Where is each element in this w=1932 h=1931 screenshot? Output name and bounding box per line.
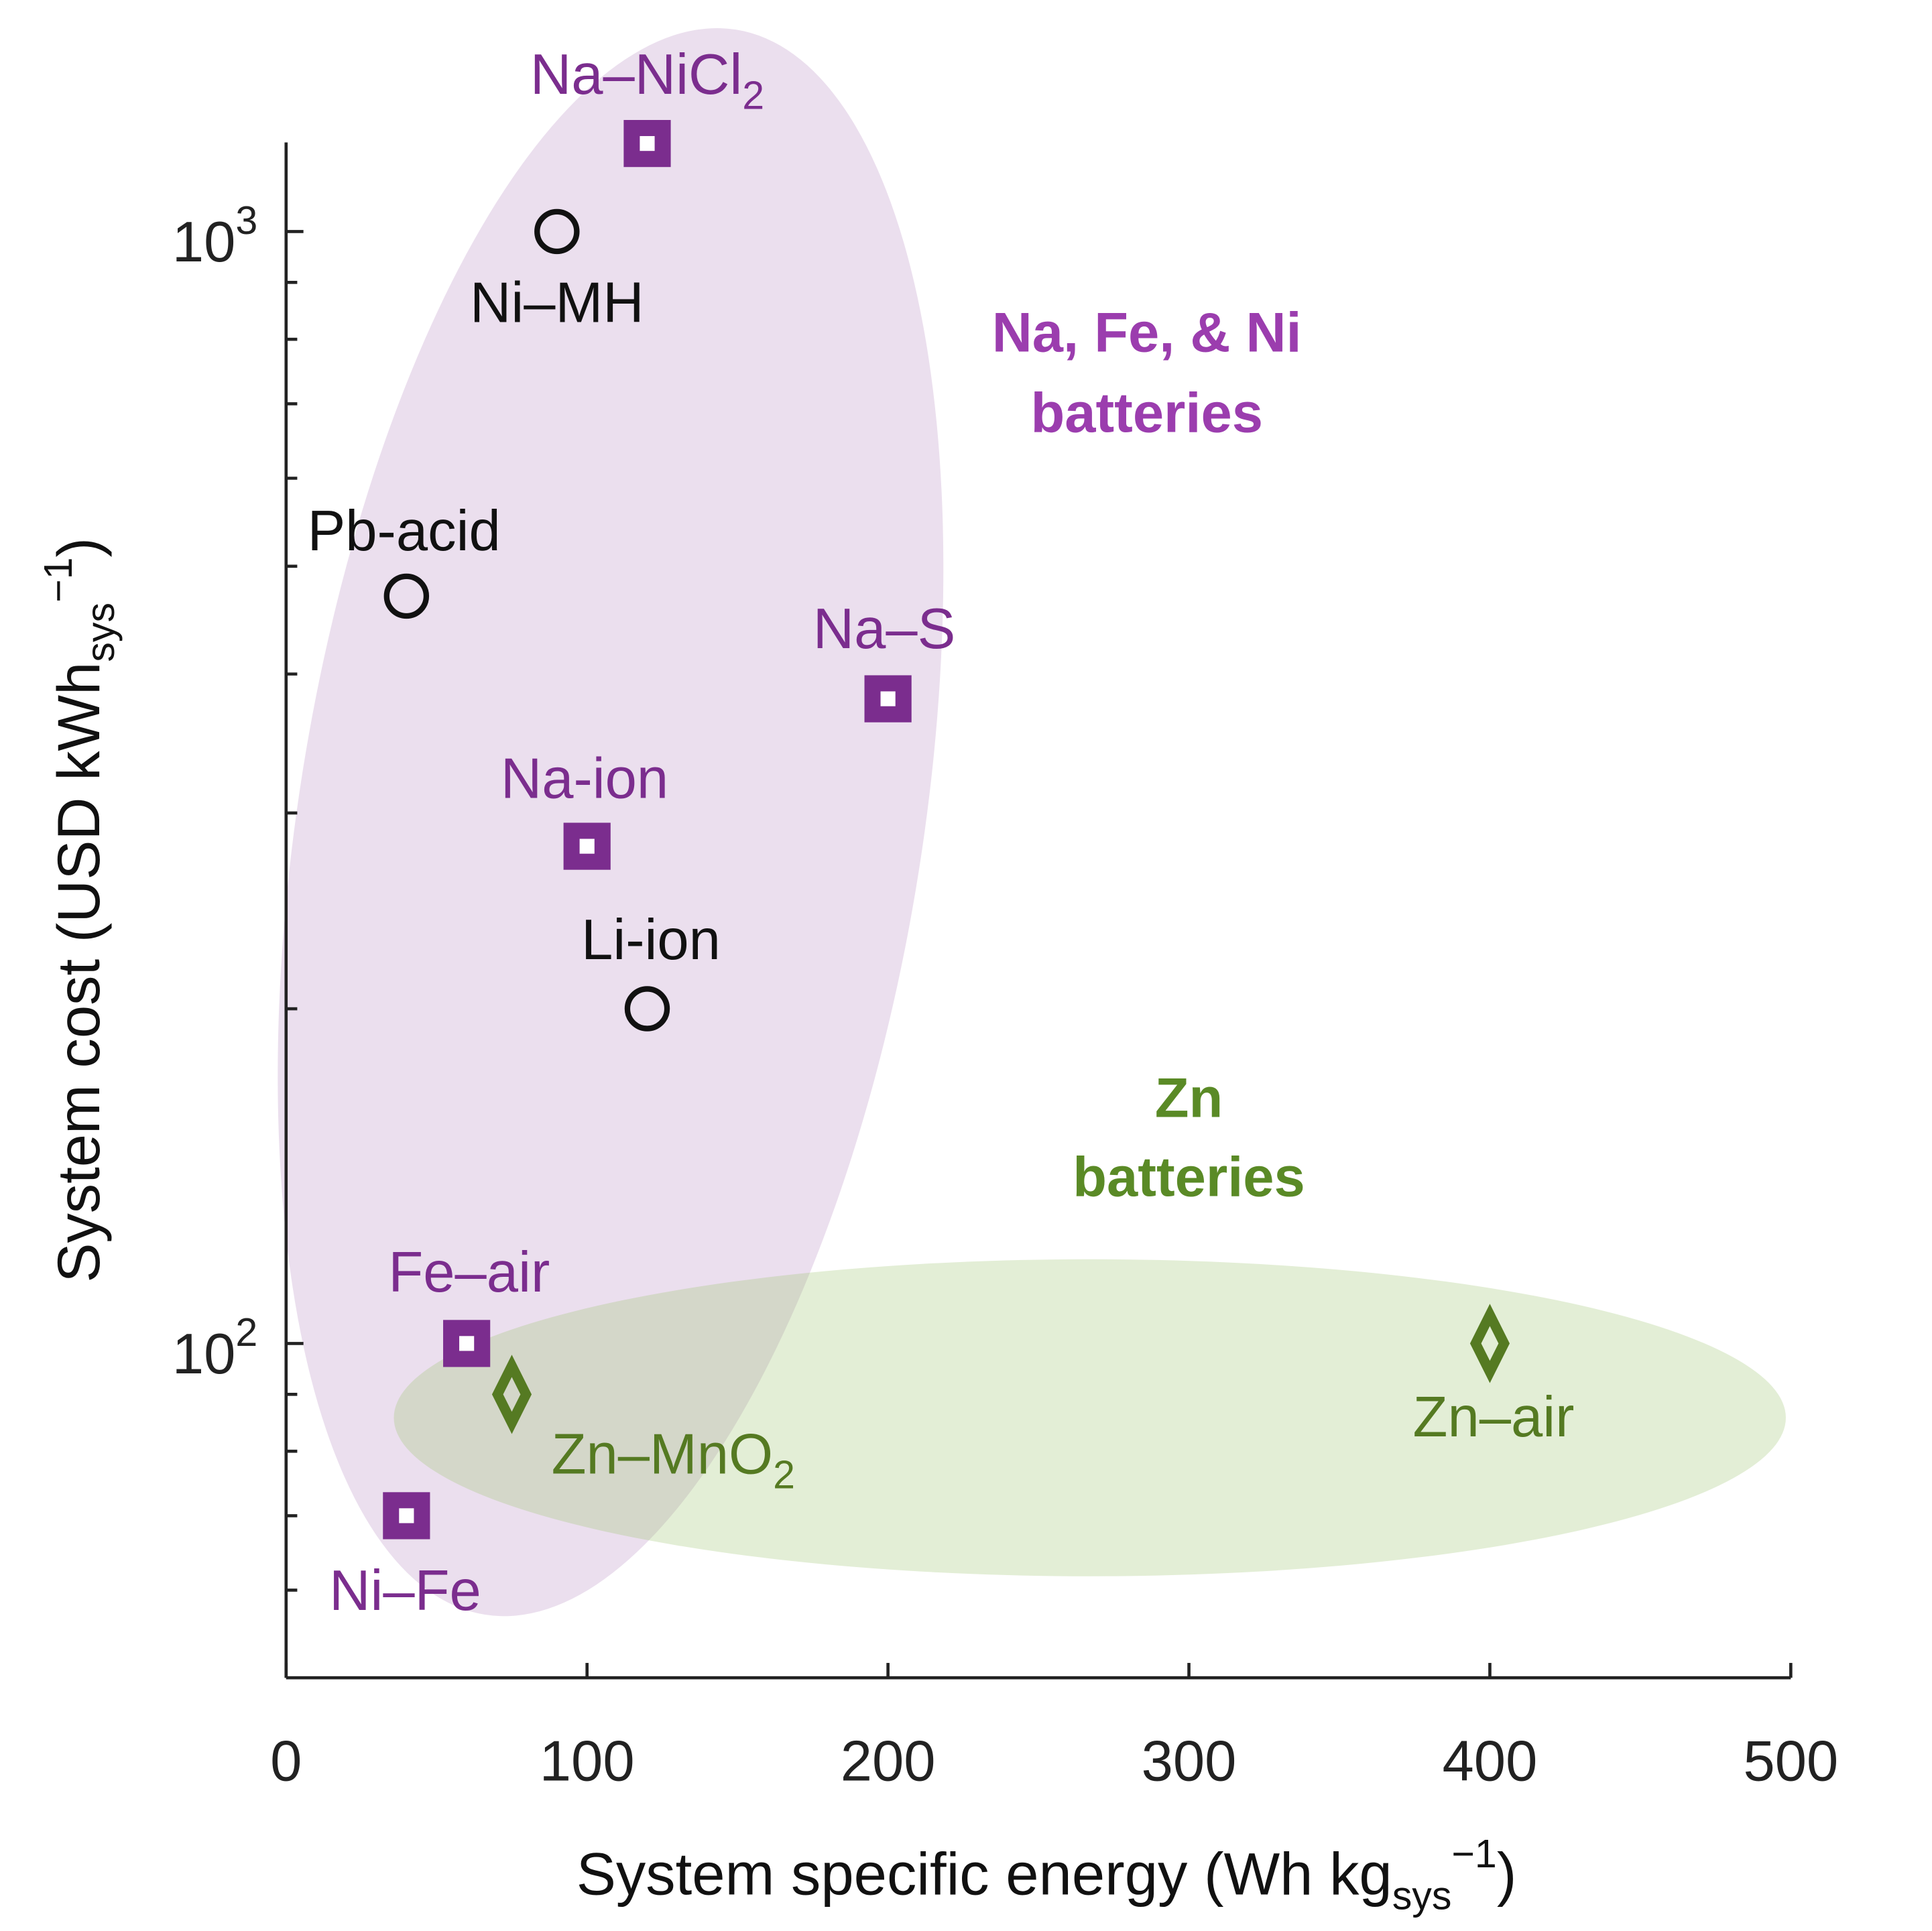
point-label: Na–S (813, 597, 956, 661)
square-marker-hole (640, 136, 655, 151)
group-label-purple: Na, Fe, & Ni batteries (992, 302, 1302, 444)
point-label: Ni–MH (470, 271, 644, 334)
circle-marker (383, 573, 430, 619)
point-label: Fe–air (388, 1241, 550, 1304)
group-label-line2: batteries (1073, 1146, 1305, 1208)
y-tick-label: 103 (172, 198, 257, 274)
y-ticks: 102 103 (172, 198, 304, 1592)
x-tick-label: 100 (540, 1730, 635, 1794)
point-na-s: Na–S (813, 597, 956, 723)
x-ticks: 0 100 200 300 400 500 (270, 1663, 1838, 1794)
square-marker-hole (399, 1508, 414, 1523)
point-na-ion: Na-ion (501, 747, 668, 870)
group-label-line1: Na, Fe, & Ni (992, 302, 1302, 364)
na-fe-ni-region (278, 28, 944, 1617)
point-label: Li-ion (581, 908, 721, 972)
point-label: Zn–MnO2 (552, 1423, 795, 1497)
point-label: Na–NiCl2 (530, 43, 764, 117)
square-marker-hole (880, 691, 896, 706)
circle-marker (624, 986, 670, 1032)
point-pb-acid: Pb-acid (308, 499, 501, 619)
square-marker-hole (459, 1336, 475, 1351)
point-li-ion: Li-ion (581, 908, 721, 1032)
x-tick-label: 300 (1142, 1730, 1237, 1794)
point-na-nicl2: Na–NiCl2 (530, 43, 764, 168)
x-tick-label: 200 (841, 1730, 936, 1794)
point-fe-air: Fe–air (388, 1241, 550, 1367)
diamond-marker (491, 1355, 532, 1434)
point-label: Pb-acid (308, 499, 501, 563)
point-label: Ni–Fe (329, 1559, 481, 1623)
group-label-green: Zn batteries (1073, 1066, 1305, 1208)
zn-region (394, 1259, 1786, 1576)
y-tick-label: 102 (172, 1310, 257, 1386)
point-label: Na-ion (501, 747, 668, 811)
diamond-marker (1469, 1304, 1510, 1383)
y-axis-title: System cost (USD kWhsys−1) (36, 538, 123, 1283)
point-zn-air: Zn–air (1413, 1304, 1575, 1449)
x-tick-label: 0 (270, 1730, 302, 1794)
point-zn-mno2: Zn–MnO2 (491, 1355, 795, 1497)
square-marker-hole (579, 838, 595, 854)
x-tick-label: 500 (1743, 1730, 1838, 1794)
point-ni-fe: Ni–Fe (329, 1492, 481, 1623)
group-label-line1: Zn (1155, 1066, 1223, 1129)
point-ni-mh: Ni–MH (470, 208, 644, 334)
point-label: Zn–air (1413, 1385, 1575, 1449)
axes (284, 142, 1791, 1680)
x-tick-label: 400 (1443, 1730, 1538, 1794)
x-axis-title: System specific energy (Wh kgsys−1) (577, 1831, 1517, 1918)
circle-marker (534, 208, 580, 255)
group-label-line2: batteries (1030, 382, 1263, 444)
